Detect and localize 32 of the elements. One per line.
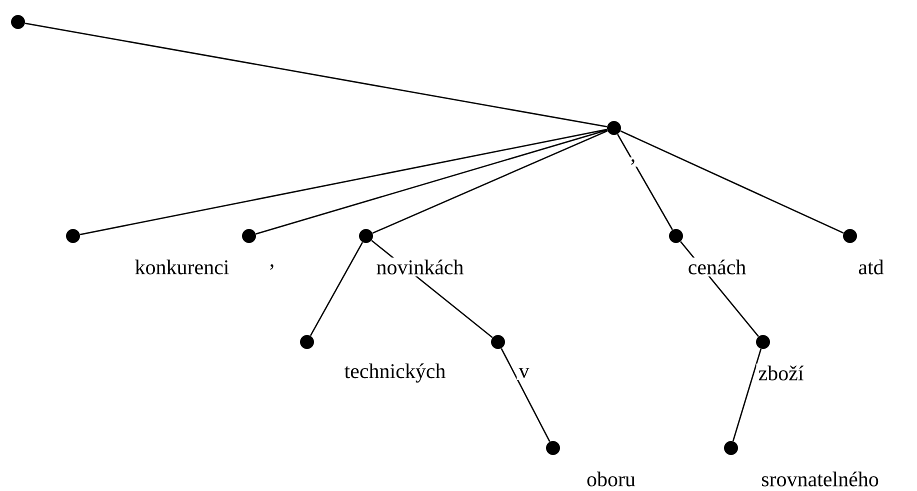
tree-dot: [669, 229, 683, 243]
word-label: ,: [267, 262, 277, 272]
tree-dot: [843, 229, 857, 243]
word-label: atd: [856, 258, 886, 276]
word-label: zboží: [756, 364, 806, 382]
word-label: technických: [342, 361, 448, 385]
tree-edge: [500, 348, 550, 442]
word-label: v: [516, 366, 532, 380]
tree-dot: [11, 15, 25, 29]
tree-dot: [66, 229, 80, 243]
tree-edge: [620, 130, 844, 234]
tree-dot: [724, 441, 738, 455]
word-label: oboru: [584, 470, 638, 488]
tree-edge: [80, 128, 608, 236]
word-label: cenách: [686, 258, 748, 276]
tree-dot: [546, 441, 560, 455]
tree-dot: [607, 121, 621, 135]
tree-edge: [256, 129, 608, 235]
tree-dot: [359, 229, 373, 243]
tree-dot: [491, 335, 505, 349]
tree-dot: [242, 229, 256, 243]
tree-edge: [372, 130, 608, 234]
tree-edge: [24, 22, 608, 128]
word-label: konkurenci: [132, 258, 232, 276]
word-label: ,: [628, 157, 638, 167]
tree-edge: [732, 348, 762, 442]
tree-dot: [300, 335, 314, 349]
tree-edge: [310, 242, 364, 336]
word-label: srovnatelného: [759, 470, 881, 488]
tree-edge: [616, 134, 674, 230]
word-label: novinkách: [374, 258, 466, 276]
tree-dot: [756, 335, 770, 349]
